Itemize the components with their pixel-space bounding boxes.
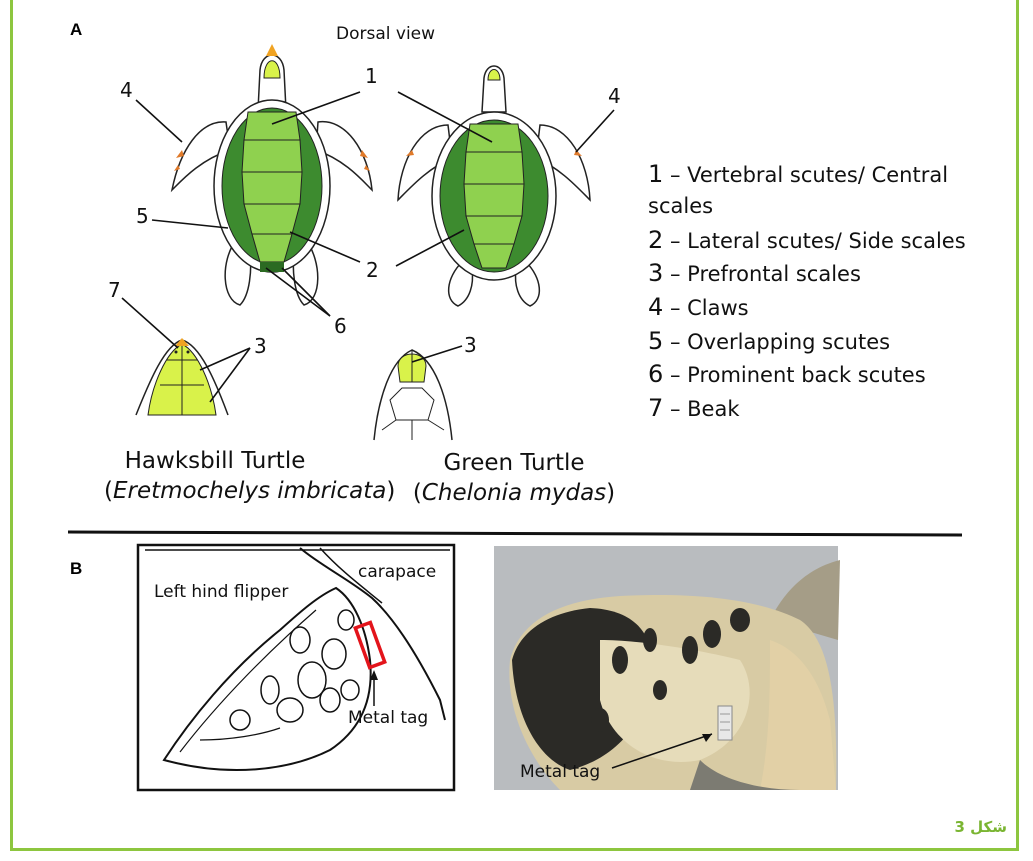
hawksbill-head xyxy=(136,338,228,415)
species-green-common: Green Turtle xyxy=(404,450,624,476)
legend-item-6: 6 – Prominent back scutes xyxy=(648,360,926,388)
section-divider xyxy=(68,532,962,535)
callout-7: 7 xyxy=(108,278,121,302)
legend-item-1: 1 – Vertebral scutes/ Central xyxy=(648,160,948,188)
hawksbill-dorsal xyxy=(172,44,372,305)
species-green-scientific: Chelonia mydas xyxy=(422,480,606,506)
species-hawksbill-scientific: Eretmochelys imbricata xyxy=(113,478,386,504)
callout-5: 5 xyxy=(136,204,149,228)
metal-tag-label-drawing: Metal tag xyxy=(348,708,428,728)
green-turtle-head xyxy=(374,350,452,440)
callout-2: 2 xyxy=(366,258,379,282)
metal-tag-label-photo: Metal tag xyxy=(520,762,600,782)
callout-4-green: 4 xyxy=(608,84,621,108)
carapace-label: carapace xyxy=(358,562,436,582)
legend-item-1-cont: scales xyxy=(648,194,713,218)
figure-caption: شكل 3 xyxy=(954,818,1007,836)
callout-3-green: 3 xyxy=(464,333,477,357)
species-hawksbill: Hawksbill Turtle (Eretmochelys imbricata… xyxy=(104,448,326,504)
legend-item-7: 7 – Beak xyxy=(648,394,740,422)
legend-item-5: 5 – Overlapping scutes xyxy=(648,327,890,355)
tag-photo xyxy=(494,546,840,790)
green-turtle-dorsal xyxy=(398,66,590,306)
legend-item-2: 2 – Lateral scutes/ Side scales xyxy=(648,226,966,254)
legend-item-4: 4 – Claws xyxy=(648,293,749,321)
callout-4-hawksbill: 4 xyxy=(120,78,133,102)
species-hawksbill-common: Hawksbill Turtle xyxy=(104,448,326,474)
species-green: Green Turtle (Chelonia mydas) xyxy=(404,450,624,506)
legend-item-3: 3 – Prefrontal scales xyxy=(648,259,861,287)
callout-3-hawksbill: 3 xyxy=(254,334,267,358)
flipper-label: Left hind flipper xyxy=(154,582,288,602)
callout-6: 6 xyxy=(334,314,347,338)
callout-1: 1 xyxy=(365,64,378,88)
